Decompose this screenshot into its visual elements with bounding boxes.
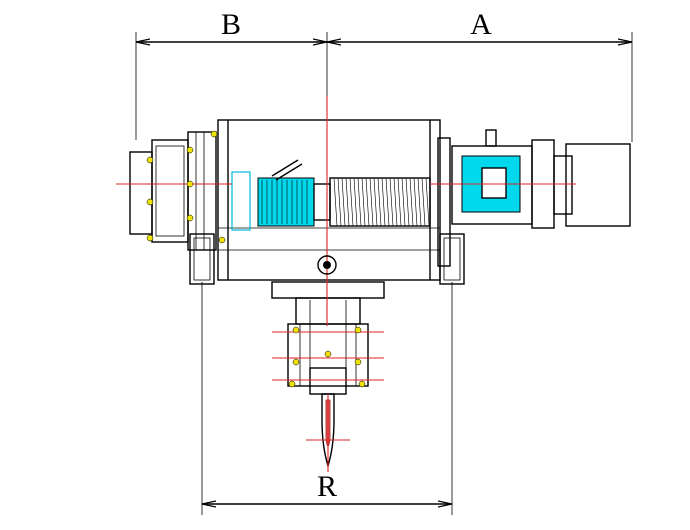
drum-groove: [381, 177, 386, 227]
gearbox-outer-plate: [129, 151, 153, 235]
bolt: [146, 234, 154, 242]
drum-groove: [425, 177, 430, 227]
left-gearbox: [129, 131, 217, 285]
frame-outline: [217, 119, 441, 281]
rope-drum: [329, 177, 431, 227]
hoist-motor: [451, 129, 631, 229]
drum-groove: [417, 177, 422, 227]
inner-motor: [231, 159, 331, 231]
dim-label-a: A: [470, 8, 492, 41]
bolt: [210, 130, 218, 138]
inner-motor-body: [257, 177, 315, 227]
brake-lever: [271, 159, 299, 177]
trolley-plate: [271, 281, 385, 299]
motor-eyebolt: [485, 129, 497, 147]
bolt: [292, 358, 300, 366]
centerlines: [116, 96, 576, 472]
hook-crosshead: [309, 367, 347, 395]
drum-groove: [389, 177, 394, 227]
bolt: [146, 198, 154, 206]
drum-grooves: [333, 177, 430, 227]
dim-label-r: R: [317, 470, 337, 503]
left-wheel: [189, 233, 215, 285]
drum-groove: [421, 177, 426, 227]
gearbox-body: [151, 139, 189, 243]
bolt: [354, 326, 362, 334]
bolt: [186, 180, 194, 188]
drum-groove: [401, 177, 406, 227]
bolt: [218, 236, 226, 244]
drum-groove: [345, 177, 350, 227]
bolt: [292, 326, 300, 334]
bolt: [354, 358, 362, 366]
terminal-box: [481, 167, 507, 199]
bolt: [186, 146, 194, 154]
dimension-r: R: [201, 282, 453, 515]
bolt: [324, 350, 332, 358]
drum-groove: [373, 177, 378, 227]
gearbox-flange: [187, 131, 217, 251]
dimension-a: A: [327, 8, 633, 142]
bolt: [358, 380, 366, 388]
drum-groove: [341, 177, 346, 227]
bolt: [146, 156, 154, 164]
brake-housing: [565, 143, 631, 227]
drum-groove: [409, 177, 414, 227]
drum-groove: [413, 177, 418, 227]
drum-groove: [405, 177, 410, 227]
drum-groove: [397, 177, 402, 227]
hook-block: [271, 281, 385, 469]
drum-frame: [217, 119, 465, 285]
bolt-markers: [146, 130, 366, 388]
drum-groove: [353, 177, 358, 227]
drum-groove: [377, 177, 382, 227]
drum-groove: [369, 177, 374, 227]
right-wheel: [439, 233, 465, 285]
drum-body: [329, 177, 431, 227]
drum-groove: [357, 177, 362, 227]
sheave-frame: [287, 323, 369, 387]
bolt: [186, 214, 194, 222]
drum-groove: [333, 177, 338, 227]
drum-groove: [393, 177, 398, 227]
drum-groove: [349, 177, 354, 227]
drum-shaft: [317, 255, 337, 275]
drum-groove: [365, 177, 370, 227]
drum-groove: [385, 177, 390, 227]
bolt: [288, 380, 296, 388]
dim-label-b: B: [221, 8, 241, 41]
drum-groove: [361, 177, 366, 227]
drum-groove: [337, 177, 342, 227]
